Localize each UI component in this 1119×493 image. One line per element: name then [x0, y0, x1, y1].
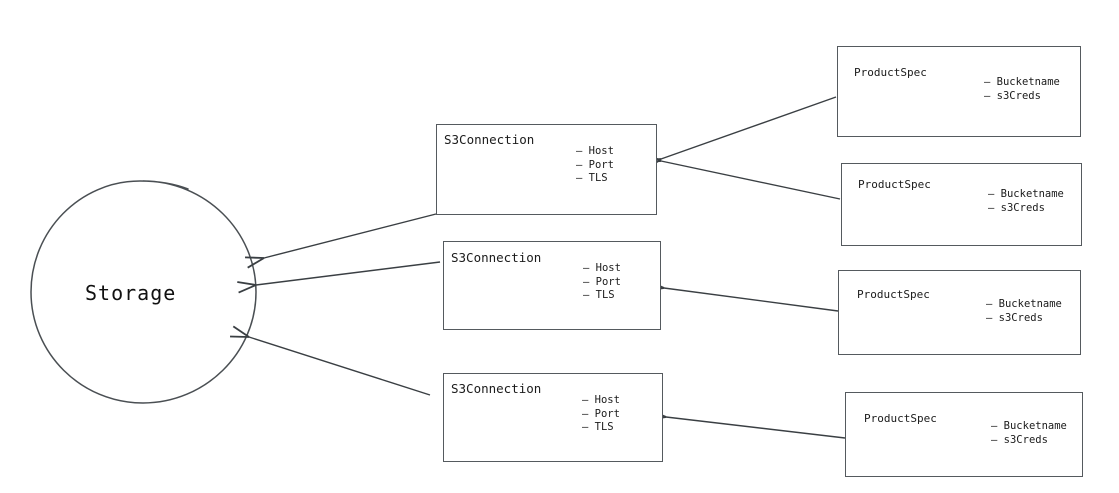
field-label: Bucketname	[996, 76, 1060, 88]
field-label: Host	[595, 262, 621, 274]
field-label: TLS	[588, 172, 608, 184]
productspec-title-2: ProductSpec	[858, 178, 931, 191]
arrow-spec4-to-conn3	[647, 408, 846, 439]
productspec-fields-4: – Bucketname – s3Creds	[991, 420, 1067, 447]
arrow-conn2-to-storage	[237, 261, 441, 294]
s3connection-fields-2: – Host – Port – TLS	[583, 262, 621, 303]
s3connection-fields-3: – Host – Port – TLS	[582, 394, 620, 435]
field-bullet: –	[986, 298, 993, 310]
field-label: s3Creds	[1003, 433, 1048, 446]
field-label: Bucketname	[1000, 188, 1064, 200]
field-bullet: –	[991, 433, 998, 446]
field-label: Port	[588, 158, 614, 171]
field-bullet: –	[582, 394, 589, 406]
arrow-conn3-to-storage	[230, 325, 431, 396]
arrow-spec1-to-conn1	[642, 96, 837, 171]
field-bullet: –	[583, 262, 590, 274]
field-label: Port	[595, 275, 621, 288]
productspec-fields-3: – Bucketname – s3Creds	[986, 298, 1062, 325]
field-bullet: –	[576, 172, 583, 184]
s3connection-title-1: S3Connection	[444, 132, 535, 147]
field-label: s3Creds	[998, 311, 1043, 324]
field-label: s3Creds	[1000, 201, 1045, 214]
productspec-fields-1: – Bucketname – s3Creds	[984, 76, 1060, 103]
field-label: Host	[594, 394, 620, 406]
arrow-conn1-to-storage	[245, 213, 437, 269]
field-bullet: –	[583, 275, 590, 288]
productspec-box-1[interactable]	[837, 46, 1081, 137]
s3connection-title-3: S3Connection	[451, 381, 542, 396]
productspec-box-4[interactable]	[845, 392, 1083, 477]
field-label: Bucketname	[1003, 420, 1067, 432]
field-bullet: –	[988, 188, 995, 200]
field-bullet: –	[991, 420, 998, 432]
field-bullet: –	[988, 201, 995, 214]
s3connection-fields-1: – Host – Port – TLS	[576, 145, 614, 186]
field-label: Bucketname	[998, 298, 1062, 310]
s3connection-box-2[interactable]	[443, 241, 661, 330]
field-bullet: –	[576, 145, 583, 157]
field-bullet: –	[582, 421, 589, 433]
field-bullet: –	[582, 407, 589, 420]
field-bullet: –	[984, 76, 991, 88]
productspec-box-2[interactable]	[841, 163, 1082, 246]
productspec-title-3: ProductSpec	[857, 288, 930, 301]
arrow-spec3-to-conn2	[645, 279, 839, 312]
field-label: Host	[588, 145, 614, 157]
field-label: TLS	[594, 421, 614, 433]
productspec-title-1: ProductSpec	[854, 66, 927, 79]
field-bullet: –	[986, 311, 993, 324]
productspec-fields-2: – Bucketname – s3Creds	[988, 188, 1064, 215]
s3connection-title-2: S3Connection	[451, 250, 542, 265]
field-bullet: –	[984, 89, 991, 102]
field-label: TLS	[595, 289, 615, 301]
field-label: Port	[594, 407, 620, 420]
s3connection-box-3[interactable]	[443, 373, 663, 462]
s3connection-box-1[interactable]	[436, 124, 657, 215]
storage-node-label: Storage	[85, 281, 177, 305]
field-bullet: –	[583, 289, 590, 301]
productspec-box-3[interactable]	[838, 270, 1081, 355]
productspec-title-4: ProductSpec	[864, 412, 937, 425]
field-label: s3Creds	[996, 89, 1041, 102]
field-bullet: –	[576, 158, 583, 171]
arrow-spec2-to-conn1	[642, 151, 841, 200]
